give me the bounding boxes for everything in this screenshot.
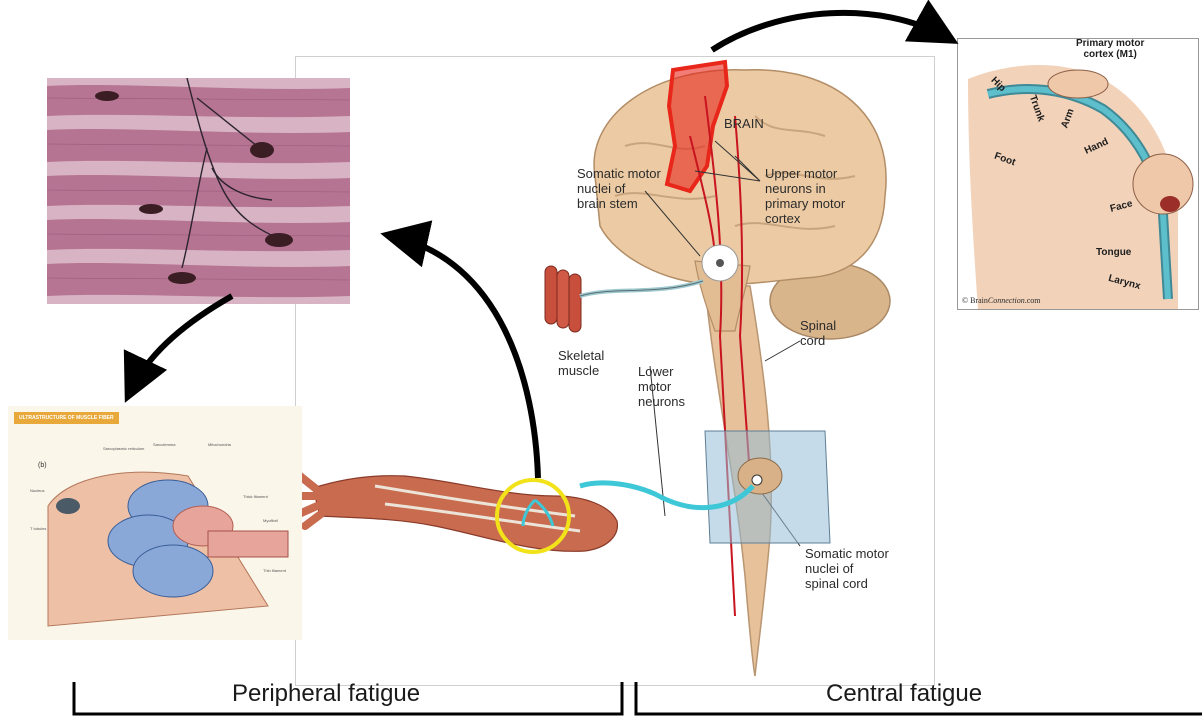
central-fatigue-label: Central fatigue	[826, 680, 982, 708]
bottom-brackets	[0, 670, 1202, 717]
arrow-arm-to-histology	[392, 236, 538, 478]
peripheral-fatigue-label: Peripheral fatigue	[232, 680, 420, 708]
arrow-to-cortex-inset	[712, 13, 948, 50]
arrow-histology-to-fiber	[130, 296, 232, 392]
